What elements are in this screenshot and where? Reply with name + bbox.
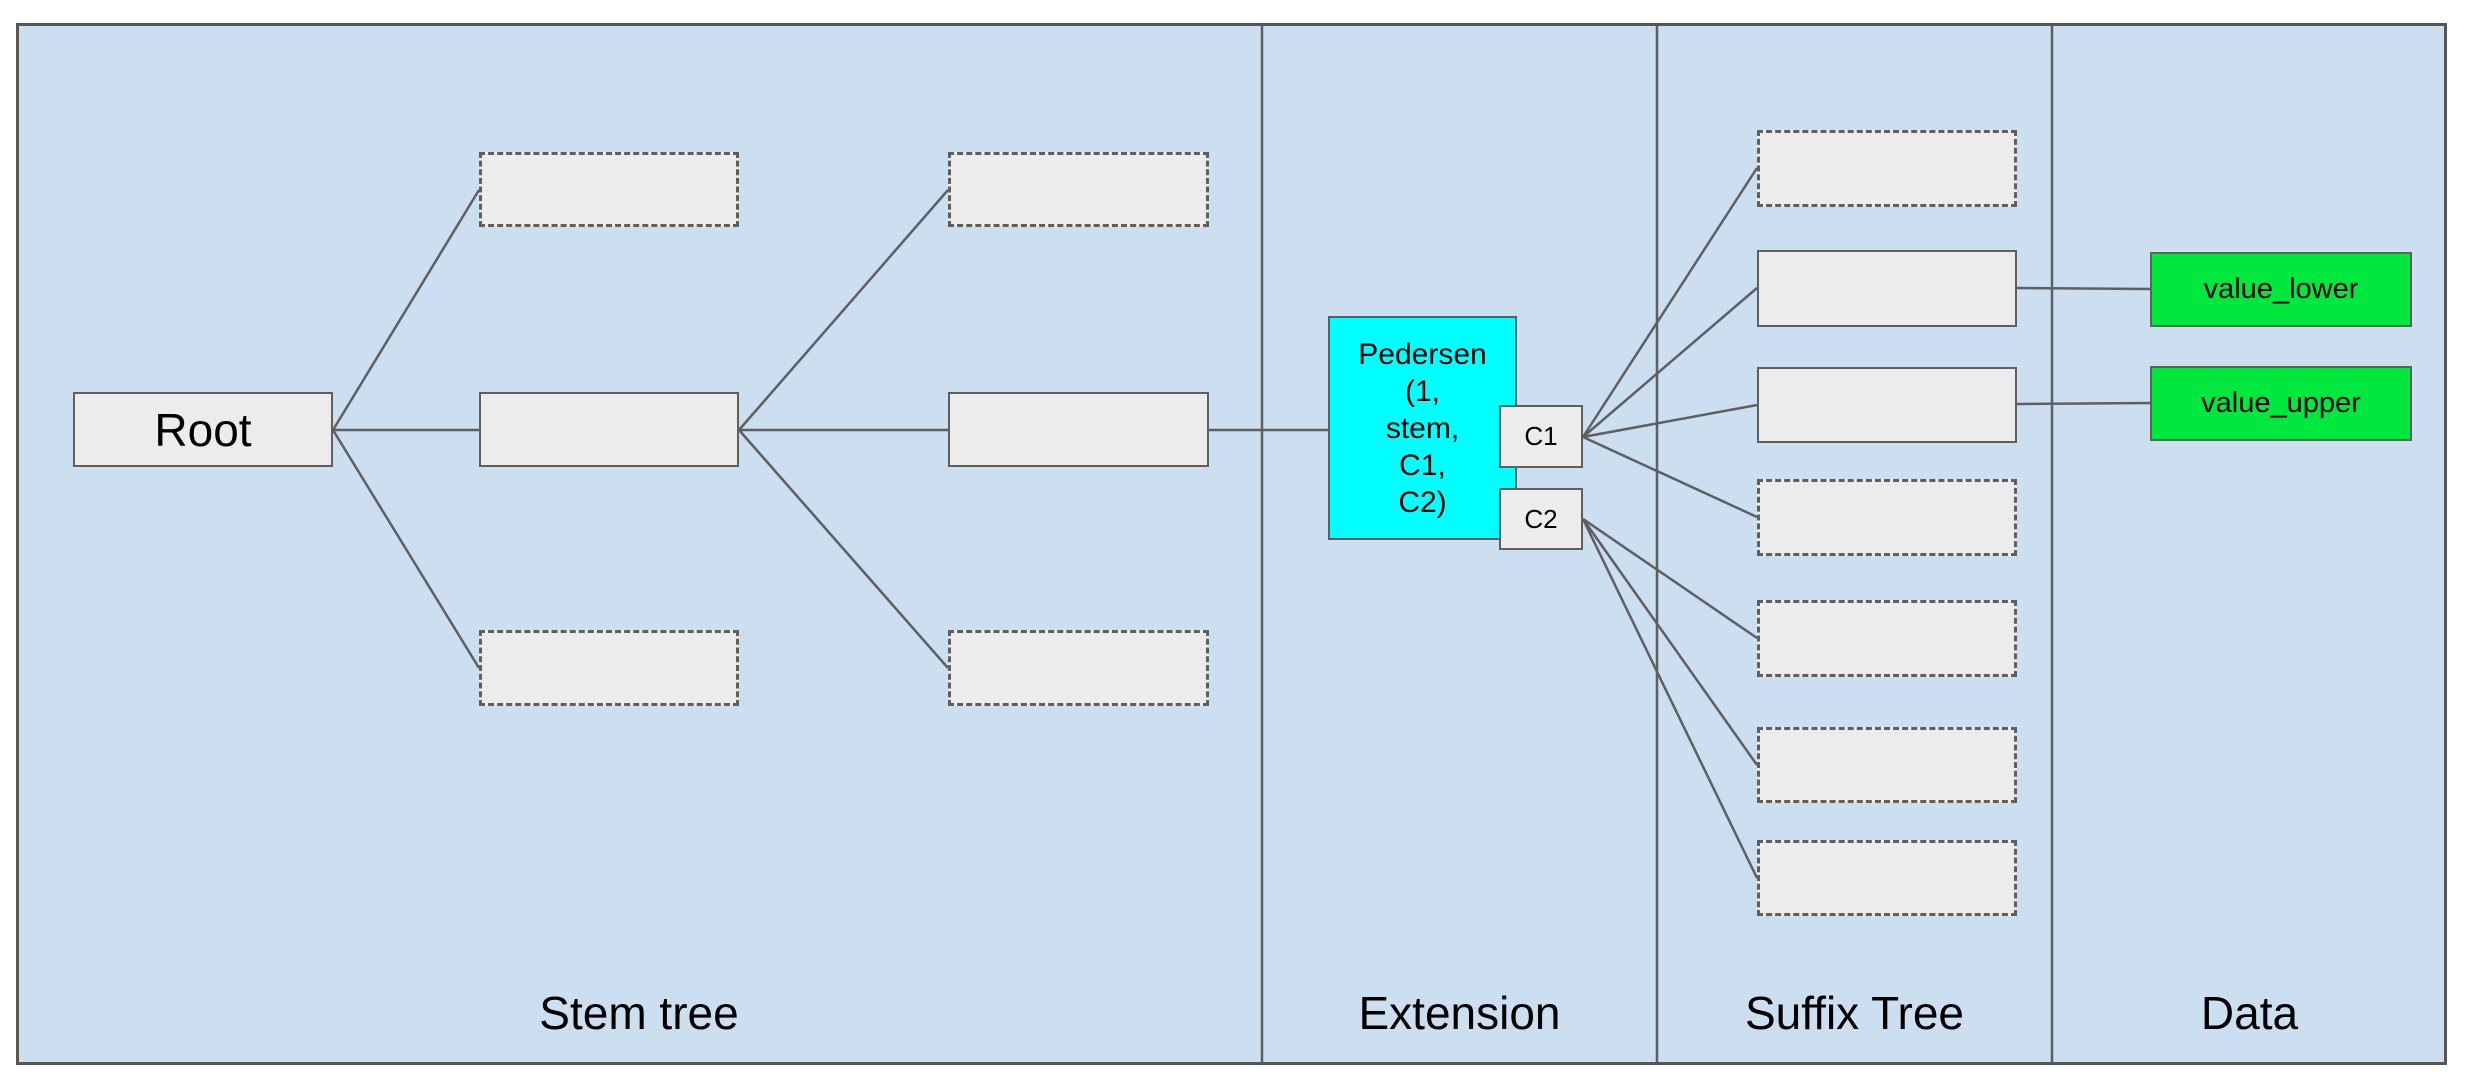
- edge-suffix2-to-value-lower: [2016, 286, 2151, 291]
- pedersen-commitment-node[interactable]: Pedersen (1, stem, C1, C2): [1328, 316, 1517, 540]
- value-upper-label: value_upper: [2201, 387, 2361, 419]
- section-label-data: Data: [2200, 987, 2299, 1039]
- c1-port-node[interactable]: C1: [1499, 405, 1583, 468]
- stem-l1-bottom-placeholder-node[interactable]: [479, 630, 739, 706]
- diagram-frame: [16, 23, 2447, 1065]
- suffix-placeholder-node-1[interactable]: [1757, 130, 2017, 207]
- section-label-suffix-tree: Suffix Tree: [1744, 987, 1965, 1039]
- edge-c1-to-suffix-1: [1581, 167, 1759, 438]
- edge-c1-to-suffix-4: [1582, 435, 1758, 519]
- root-node[interactable]: Root: [73, 392, 333, 467]
- suffix-placeholder-node-7[interactable]: [1757, 840, 2017, 916]
- stem-l2-bottom-placeholder-node[interactable]: [948, 630, 1209, 706]
- edge-c2-to-suffix-5: [1582, 517, 1758, 640]
- value-lower-label: value_lower: [2203, 273, 2359, 305]
- c1-port-label: C1: [1524, 421, 1558, 451]
- section-label-stem-tree: Stem tree: [539, 987, 739, 1039]
- suffix-placeholder-node-4[interactable]: [1757, 479, 2017, 556]
- stem-l1-top-placeholder-node[interactable]: [479, 152, 739, 227]
- edge-c1-to-suffix-3: [1582, 403, 1758, 439]
- edge-stem1-to-stem2-bottom: [738, 429, 949, 669]
- suffix-placeholder-node-5[interactable]: [1757, 600, 2017, 677]
- edge-c1-to-suffix-2: [1582, 287, 1758, 438]
- suffix-placeholder-node-6[interactable]: [1757, 727, 2017, 803]
- value-upper-node[interactable]: value_upper: [2150, 366, 2412, 441]
- value-lower-node[interactable]: value_lower: [2150, 252, 2412, 327]
- root-node-label: Root: [154, 403, 252, 456]
- c2-port-node[interactable]: C2: [1499, 488, 1583, 550]
- edge-c2-to-suffix-7: [1581, 518, 1759, 879]
- edge-stem1-to-stem2-top: [738, 189, 949, 431]
- pedersen-commitment-label: Pedersen (1, stem, C1, C2): [1358, 337, 1487, 519]
- section-label-extension: Extension: [1358, 987, 1561, 1039]
- edge-root-to-stem1-bottom: [331, 429, 481, 669]
- suffix-node-3[interactable]: [1757, 367, 2017, 443]
- c2-port-label: C2: [1524, 503, 1558, 534]
- edge-suffix3-to-value-upper: [2016, 401, 2151, 406]
- stem-l2-middle-node[interactable]: [948, 392, 1209, 467]
- stem-l1-middle-node[interactable]: [479, 392, 739, 467]
- suffix-node-2[interactable]: [1757, 250, 2017, 327]
- edge-root-to-stem1-top: [331, 189, 481, 431]
- stem-l2-top-placeholder-node[interactable]: [948, 152, 1209, 227]
- edge-c2-to-suffix-6: [1581, 518, 1759, 766]
